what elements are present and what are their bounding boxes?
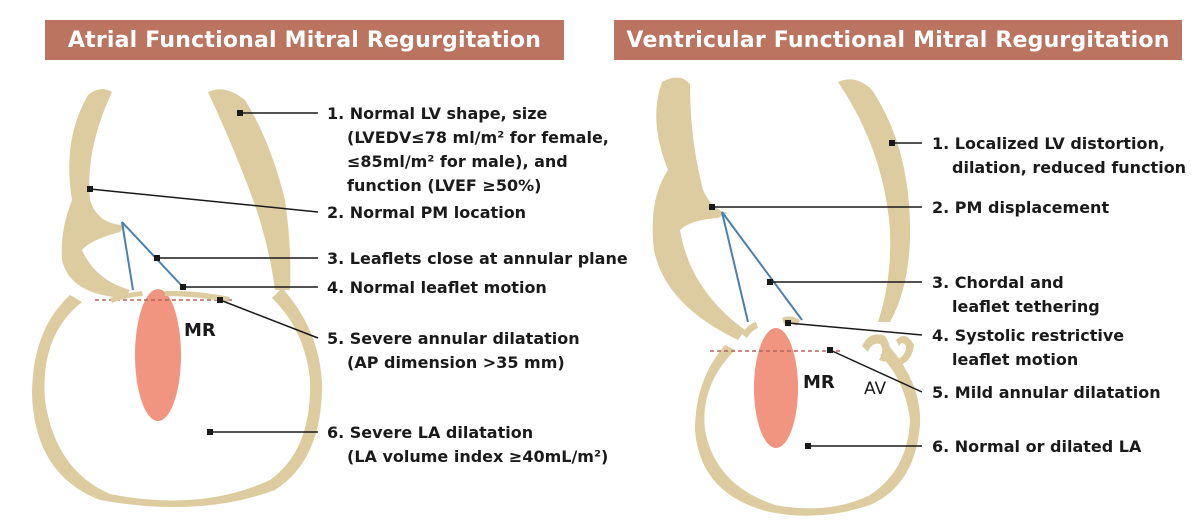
right-leader-3	[767, 279, 922, 285]
right-mr-label: MR	[803, 372, 835, 393]
left-leader-3	[154, 255, 318, 261]
left-lv-septum	[208, 89, 291, 290]
left-panel-title: Atrial Functional Mitral Regurgitation	[45, 20, 564, 60]
right-leader-4	[785, 320, 923, 336]
left-label-1: 1. Normal LV shape, size (LVEDV≤78 ml/m²…	[327, 104, 614, 195]
left-label-4: 4. Normal leaflet motion	[327, 278, 547, 297]
left-lv-wall	[61, 89, 130, 298]
left-leader-5	[217, 297, 319, 339]
left-leaflet-posterior	[165, 290, 230, 302]
right-left-atrium	[695, 345, 921, 516]
right-labels: 1. Localized LV distortion, dilation, re…	[932, 134, 1186, 456]
right-label-3: 3. Chordal and leaflet tethering	[932, 273, 1100, 316]
right-leaflet-anterior	[742, 322, 758, 338]
right-av-label: AV	[864, 379, 887, 399]
right-aortic-valve	[862, 334, 914, 366]
left-leader-6	[207, 429, 318, 435]
left-label-3: 3. Leaflets close at annular plane	[327, 249, 628, 268]
right-leader-2	[709, 204, 922, 210]
left-chorda-2	[121, 221, 183, 287]
left-label-6: 6. Severe LA dilatation (LA volume index…	[327, 423, 608, 466]
right-label-6: 6. Normal or dilated LA	[932, 437, 1142, 456]
left-leader-lines	[87, 110, 319, 435]
left-label-2: 2. Normal PM location	[327, 203, 526, 222]
left-heart-illustration: MR	[32, 89, 322, 508]
right-leader-5	[827, 347, 923, 393]
right-mr-jet	[754, 328, 798, 448]
right-chorda-2	[721, 211, 803, 321]
left-mr-label: MR	[184, 320, 216, 341]
right-leader-lines	[709, 140, 923, 449]
right-label-1: 1. Localized LV distortion, dilation, re…	[932, 134, 1186, 177]
left-labels: 1. Normal LV shape, size (LVEDV≤78 ml/m²…	[327, 104, 628, 466]
left-atrium	[32, 288, 322, 508]
right-chorda-1	[721, 211, 749, 323]
left-leader-2	[87, 186, 319, 213]
right-leader-1	[889, 140, 922, 146]
left-label-5: 5. Severe annular dilatation (AP dimensi…	[327, 329, 585, 372]
right-leader-6	[805, 443, 922, 449]
right-label-5: 5. Mild annular dilatation	[932, 383, 1161, 402]
right-lv-wall	[652, 77, 745, 341]
right-lv-septum	[838, 79, 911, 322]
left-mr-jet	[135, 289, 181, 421]
right-label-2: 2. PM displacement	[932, 198, 1109, 217]
left-leaflet-anterior	[110, 291, 143, 303]
right-heart-illustration: MR AV	[652, 77, 921, 516]
right-label-4: 4. Systolic restrictive leaflet motion	[932, 326, 1130, 369]
left-leader-4	[180, 284, 318, 290]
left-chorda-1	[121, 221, 134, 291]
right-panel-title: Ventricular Functional Mitral Regurgitat…	[614, 20, 1182, 60]
left-leader-1	[237, 110, 318, 116]
